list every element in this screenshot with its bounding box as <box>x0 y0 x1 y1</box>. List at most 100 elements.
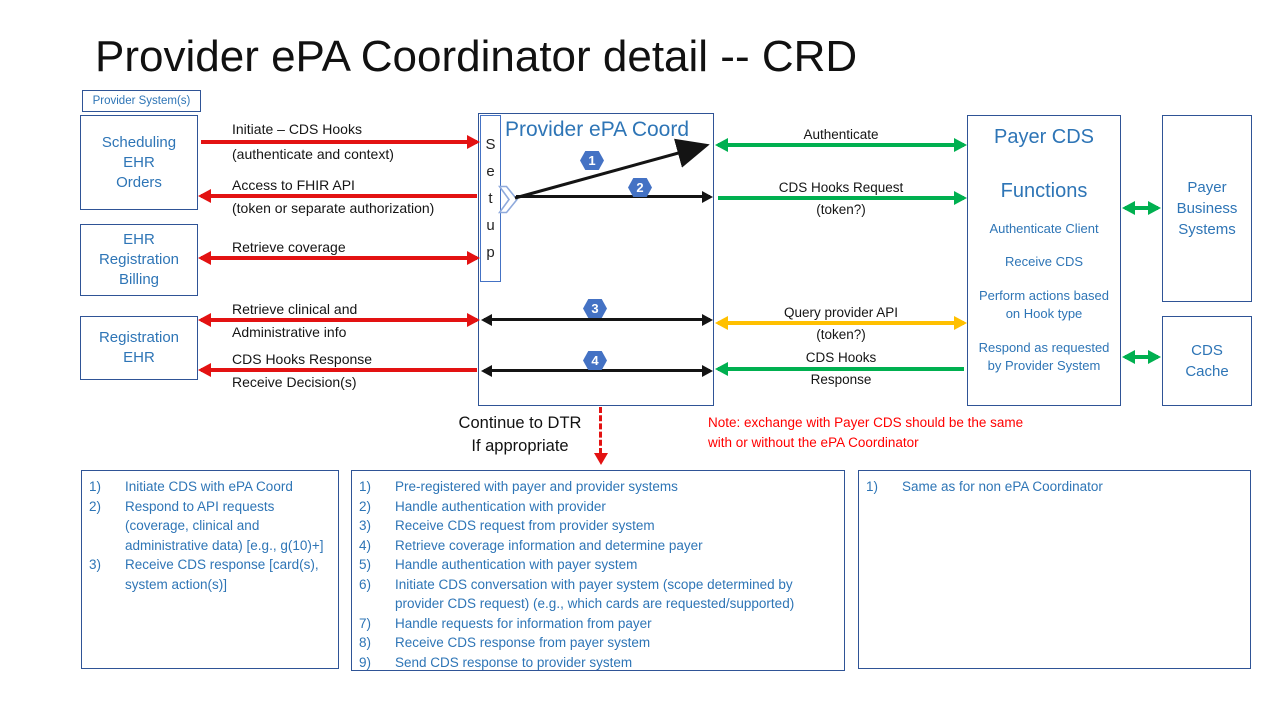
black-arrow-4 <box>481 365 713 377</box>
list-item-text: Handle authentication with payer system <box>395 557 638 572</box>
arrow-cds-hooks-request <box>716 191 967 205</box>
arrow-payer-business-link <box>1122 201 1161 215</box>
provider-systems-label-text: Provider System(s) <box>92 95 191 107</box>
black-arrow-2 <box>514 191 713 203</box>
payer-cds-title-1: Payer CDS <box>993 126 1095 148</box>
list-item-number: 6) <box>359 576 372 592</box>
arrowhead-icon <box>198 189 211 203</box>
label-clinical-line1: Retrieve clinical and <box>232 301 358 317</box>
list-item: 1) Initiate CDS with ePA Coord <box>89 477 330 497</box>
box-line: EHR <box>123 153 155 171</box>
arrow-shaft <box>718 196 964 200</box>
continue-line: Continue to DTR <box>458 414 582 432</box>
setup-letter: e <box>486 163 495 180</box>
list-item: 1) Pre-registered with payer and provide… <box>359 477 836 497</box>
payer-cds-item-respond: Respond as requested by Provider System <box>978 340 1110 373</box>
arrow-cds-hooks-response-green <box>715 362 966 376</box>
setup-letter: u <box>486 217 495 234</box>
label-request-line2: (token?) <box>816 202 866 217</box>
label-green-response-line1: CDS Hooks <box>805 350 877 365</box>
list-item-text: Retrieve coverage information and determ… <box>395 537 703 553</box>
arrow-retrieve-coverage <box>198 251 480 265</box>
list-item-number: 1) <box>866 479 879 494</box>
label-access-line2: (token or separate authorization) <box>232 200 435 216</box>
badge-3: 3 <box>583 299 607 318</box>
arrow-cds-cache-link <box>1122 350 1161 364</box>
label-green-response-line2: Response <box>810 372 872 387</box>
label-response-line1: CDS Hooks Response <box>232 351 373 367</box>
arrowhead-icon <box>954 138 967 152</box>
arrowhead-icon <box>481 365 492 377</box>
arrow-shaft <box>718 321 964 325</box>
arrow-shaft <box>201 368 477 372</box>
arrow-shaft <box>201 140 477 144</box>
setup-box: S e t u p <box>480 115 501 282</box>
box-scheduling-ehr-orders: Scheduling EHR Orders <box>80 115 198 210</box>
arrow-retrieve-clinical <box>198 313 480 327</box>
label-clinical-line2: Administrative info <box>232 324 347 340</box>
arrow-shaft <box>484 318 710 321</box>
list-item-number: 4) <box>359 537 372 553</box>
arrowhead-icon <box>481 314 492 326</box>
list-item-text: Same as for non ePA Coordinator <box>902 479 1103 494</box>
list-item-text: Receive CDS response from payer system <box>395 635 651 650</box>
box-line: Scheduling <box>101 133 177 151</box>
box-line: Registration <box>98 329 180 346</box>
list-item-number: 3) <box>89 557 102 572</box>
provider-epa-coord-title: Provider ePA Coord <box>505 118 690 141</box>
dashed-red-arrow <box>599 407 602 454</box>
box-line: Registration <box>98 251 180 268</box>
list-item-text: Pre-registered with payer and provider s… <box>395 479 678 494</box>
arrowhead-icon <box>702 191 713 203</box>
arrowhead-icon <box>1148 350 1161 364</box>
arrowhead-icon <box>198 363 211 377</box>
box-payer-cds-functions: Payer CDS Functions Authenticate Client … <box>967 115 1121 406</box>
arrowhead-icon <box>715 316 728 330</box>
setup-letter: t <box>488 190 493 207</box>
list-item-text: Send CDS response to provider system <box>395 654 633 670</box>
arrowhead-icon <box>1122 350 1135 364</box>
badge-4: 4 <box>583 351 607 370</box>
page-title: Provider ePA Coordinator detail -- CRD <box>95 32 858 81</box>
list-item-number: 1) <box>89 479 102 494</box>
list-item: 3) Receive CDS response [card(s), system… <box>89 555 330 594</box>
arrow-shaft <box>484 369 710 372</box>
arrowhead-icon <box>702 314 713 326</box>
list-item: 5) Handle authentication with payer syst… <box>359 555 836 575</box>
list-item: 6) Initiate CDS conversation with payer … <box>359 575 836 614</box>
list-item: 1) Same as for non ePA Coordinator <box>866 477 1242 497</box>
arrow-shaft <box>718 143 964 147</box>
box-line: Payer <box>1187 179 1227 196</box>
box-ehr-registration-billing: EHR Registration Billing <box>80 224 198 296</box>
continue-to-dtr-note: Continue to DTR If appropriate <box>448 412 592 458</box>
arrowhead-icon <box>702 365 713 377</box>
arrowhead-icon <box>467 313 480 327</box>
label-response-line2: Receive Decision(s) <box>232 374 357 390</box>
black-arrow-3 <box>481 314 713 326</box>
box-line: Business <box>1176 200 1238 217</box>
arrow-shaft <box>201 318 477 322</box>
arrow-initiate-cds-hooks <box>199 135 480 149</box>
box-line: Billing <box>118 271 160 288</box>
label-initiate-line2: (authenticate and context) <box>232 146 394 162</box>
arrowhead-icon <box>954 191 967 205</box>
list-item: 2) Respond to API requests (coverage, cl… <box>89 497 330 556</box>
setup-letter: S <box>485 136 496 153</box>
arrow-shaft <box>516 195 710 198</box>
box-payer-business-systems: Payer Business Systems <box>1162 115 1252 302</box>
list-item-text: Handle requests for information from pay… <box>395 615 652 631</box>
arrow-cds-hooks-response-left <box>198 363 479 377</box>
box-line: CDS <box>1191 342 1223 359</box>
payer-cds-title-2: Functions <box>1000 180 1088 202</box>
box-cds-cache: CDS Cache <box>1162 316 1252 406</box>
list-item-text: Initiate CDS conversation with payer sys… <box>395 576 795 612</box>
setup-letter: p <box>486 244 495 261</box>
label-retrieve-coverage: Retrieve coverage <box>232 239 346 255</box>
box-line: Systems <box>1178 221 1236 238</box>
box-line: Orders <box>116 173 162 191</box>
list-item-text: Respond to API requests (coverage, clini… <box>125 498 324 553</box>
list-item-number: 2) <box>89 498 102 514</box>
arrowhead-icon <box>1148 201 1161 215</box>
arrowhead-icon <box>715 362 728 376</box>
arrow-authenticate <box>715 138 967 152</box>
